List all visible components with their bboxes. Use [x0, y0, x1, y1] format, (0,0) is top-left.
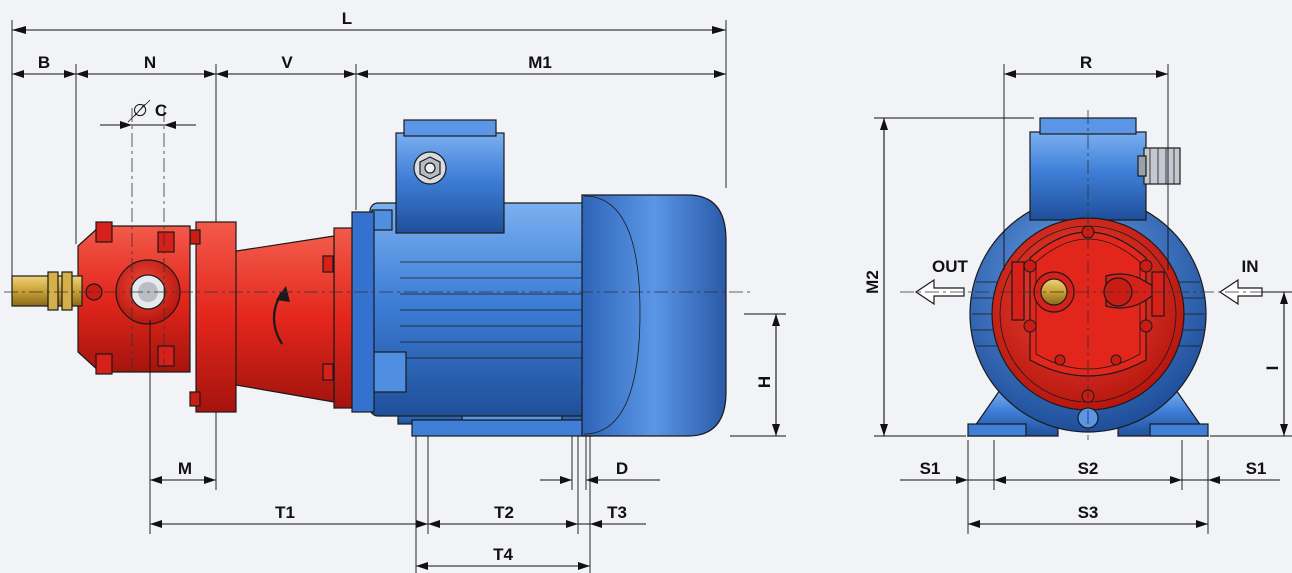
coupling-flange: [333, 227, 355, 409]
dim-label-n: N: [144, 53, 156, 72]
pump-bracket: [229, 235, 335, 403]
dim-label-h: H: [755, 376, 774, 388]
dim-label-s1-right: S1: [1246, 459, 1267, 478]
flow-label-out: OUT: [932, 257, 969, 276]
dim-label-s1-left: S1: [920, 459, 941, 478]
side-view: L B N V M1 ∅ C M T1 T2 T3 D T4 H: [4, 9, 786, 573]
dim-label-t3: T3: [607, 503, 627, 522]
dim-label-t4: T4: [493, 545, 513, 564]
dim-label-c: C: [155, 101, 167, 120]
dim-label-t2: T2: [494, 503, 514, 522]
dim-label-m: M: [178, 459, 192, 478]
dim-label-s3: S3: [1078, 503, 1099, 522]
pump-flange: [195, 221, 237, 413]
dim-label-m2: M2: [863, 270, 882, 294]
dim-label-v: V: [281, 53, 293, 72]
dim-label-m1: M1: [528, 53, 552, 72]
dim-label-t1: T1: [275, 503, 295, 522]
motor-flange: [351, 211, 375, 413]
dim-label-b: B: [38, 53, 50, 72]
fan-cover: [581, 194, 727, 437]
pump-head: [77, 221, 191, 375]
rotation-arrow-icon: [272, 286, 290, 345]
motor-body: [369, 202, 601, 417]
cable-gland-front-icon: [1137, 147, 1181, 185]
terminal-box: [395, 119, 505, 234]
dim-label-l: L: [342, 9, 352, 28]
dim-label-i: I: [1263, 366, 1282, 371]
diameter-symbol: ∅: [133, 101, 148, 120]
flow-label-in: IN: [1242, 257, 1259, 276]
cover-bolts: [1023, 225, 1153, 403]
dim-label-s2: S2: [1078, 459, 1099, 478]
dim-label-d: D: [616, 459, 628, 478]
dim-label-r: R: [1080, 53, 1092, 72]
front-view: R M2 OUT IN I S1 S2 S1 S3: [863, 53, 1292, 534]
